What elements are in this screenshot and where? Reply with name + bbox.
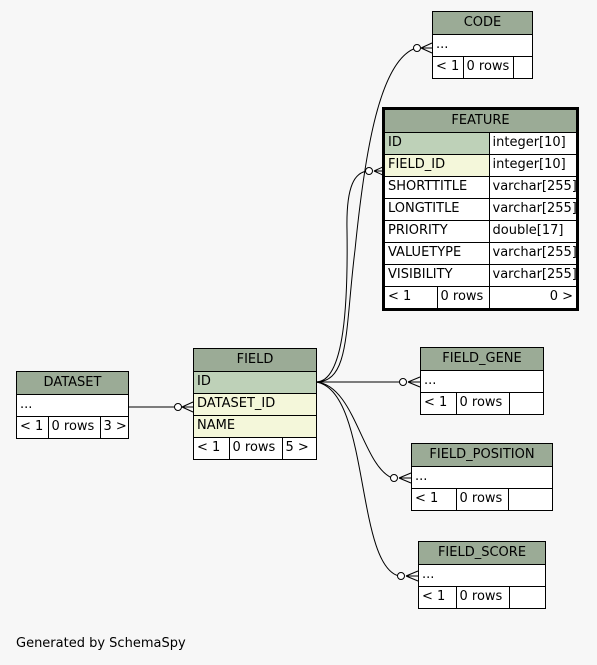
edge-field-field-position	[315, 381, 393, 479]
rows-next	[507, 487, 552, 510]
column-name[interactable]: NAME	[194, 414, 316, 438]
column-name[interactable]: PRIORITY	[385, 219, 490, 243]
rows-prev: < 1	[385, 285, 438, 308]
rows-prev: < 1	[17, 415, 49, 438]
rows-count: 0 rows	[436, 285, 490, 308]
table-code[interactable]: CODE ... < 1 0 rows	[432, 11, 533, 79]
table-dataset[interactable]: DATASET ... < 1 0 rows 3 >	[16, 371, 129, 439]
column-name[interactable]: LONGTITLE	[385, 197, 490, 221]
rows-count: 0 rows	[455, 585, 510, 608]
table-header[interactable]: FIELD_GENE	[421, 348, 543, 371]
rows-prev: < 1	[421, 391, 457, 414]
column-placeholder: ...	[421, 369, 543, 393]
column-type: varchar[255]	[488, 241, 576, 265]
column-type: varchar[255]	[488, 263, 576, 287]
column-type: varchar[255]	[488, 197, 576, 221]
table-header[interactable]: FIELD_SCORE	[419, 542, 545, 565]
rows-prev: < 1	[419, 585, 457, 608]
column-name[interactable]: ID	[194, 370, 316, 394]
rows-count: 0 rows	[462, 55, 514, 78]
column-placeholder: ...	[433, 33, 532, 57]
table-field[interactable]: FIELD ID DATASET_ID NAME < 1 0 rows 5 >	[193, 348, 317, 460]
table-feature[interactable]: FEATURE ID integer[10] FIELD_ID integer[…	[382, 107, 579, 311]
rows-count: 0 rows	[455, 391, 510, 414]
edge-field-feature	[315, 170, 369, 383]
column-name[interactable]: ID	[385, 131, 490, 155]
column-placeholder: ...	[419, 563, 545, 587]
column-name[interactable]: FIELD_ID	[385, 153, 490, 177]
table-field-gene[interactable]: FIELD_GENE ... < 1 0 rows	[420, 347, 544, 415]
edge-field-code	[315, 47, 417, 383]
rows-next	[508, 585, 545, 608]
rows-prev: < 1	[412, 487, 457, 510]
rows-next	[512, 55, 532, 78]
rows-count: 0 rows	[47, 415, 101, 438]
table-header[interactable]: FEATURE	[385, 110, 576, 133]
table-header[interactable]: FIELD	[194, 349, 316, 372]
rows-next: 3 >	[99, 415, 128, 438]
table-field-score[interactable]: FIELD_SCORE ... < 1 0 rows	[418, 541, 546, 609]
rows-next: 5 >	[281, 436, 316, 459]
rows-prev: < 1	[433, 55, 464, 78]
column-type: double[17]	[488, 219, 576, 243]
column-name[interactable]: SHORTTITLE	[385, 175, 490, 199]
rows-prev: < 1	[194, 436, 230, 459]
rows-next: 0 >	[488, 285, 576, 308]
rows-count: 0 rows	[228, 436, 283, 459]
column-type: integer[10]	[488, 131, 576, 155]
edge-field-field-score	[315, 381, 400, 577]
table-header[interactable]: CODE	[433, 12, 532, 35]
column-name[interactable]: VALUETYPE	[385, 241, 490, 265]
rows-next	[508, 391, 543, 414]
column-type: varchar[255]	[488, 175, 576, 199]
column-name[interactable]: DATASET_ID	[194, 392, 316, 416]
table-header[interactable]: DATASET	[17, 372, 128, 395]
column-placeholder: ...	[17, 393, 128, 417]
footer-text: Generated by SchemaSpy	[16, 636, 186, 651]
rows-count: 0 rows	[455, 487, 509, 510]
table-header[interactable]: FIELD_POSITION	[412, 444, 552, 467]
column-placeholder: ...	[412, 465, 552, 489]
column-name[interactable]: VISIBILITY	[385, 263, 490, 287]
table-field-position[interactable]: FIELD_POSITION ... < 1 0 rows	[411, 443, 553, 511]
column-type: integer[10]	[488, 153, 576, 177]
